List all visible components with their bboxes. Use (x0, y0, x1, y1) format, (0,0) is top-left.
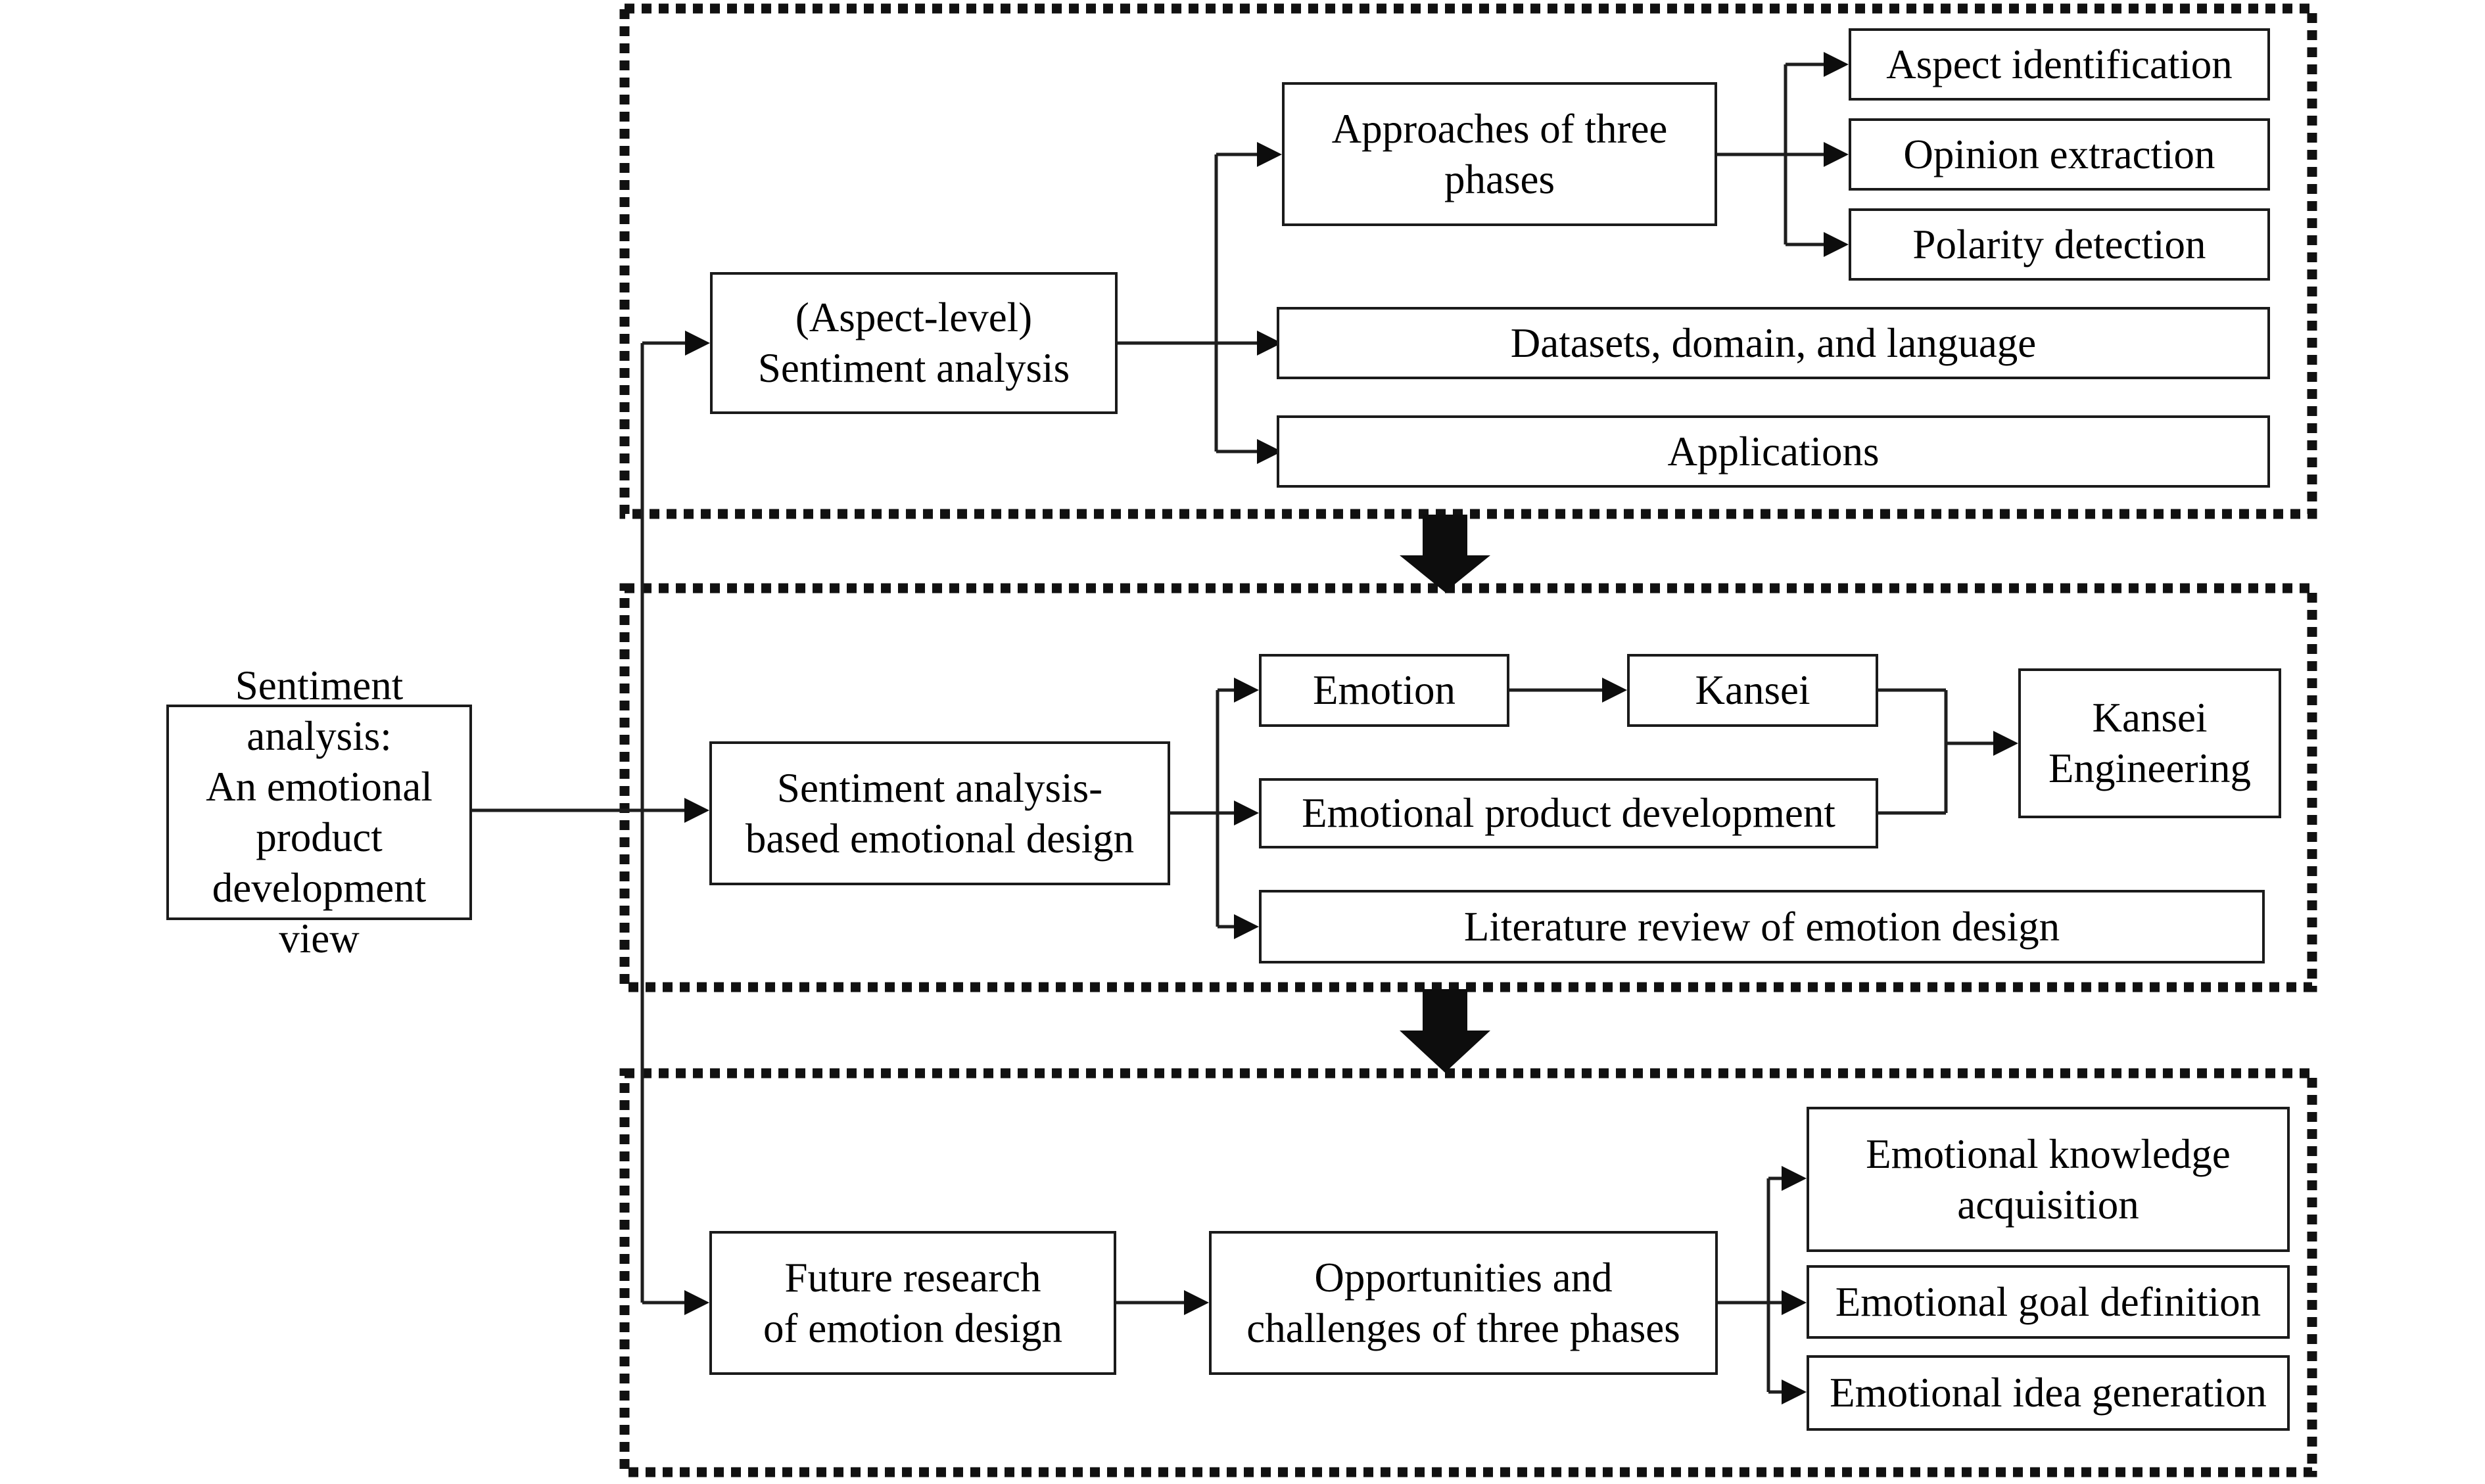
arrowhead-s1main (685, 331, 710, 356)
box-datasets-domain-language: Datasets, domain, and language (1277, 307, 2270, 379)
box-polarity-detection: Polarity detection (1849, 208, 2270, 281)
box-label: (Aspect-level) Sentiment analysis (757, 294, 1070, 391)
section2-frame (619, 583, 2317, 992)
box-label: Kansei (1695, 667, 1810, 714)
section3-frame (619, 1068, 2317, 1477)
arrowheads (684, 52, 2018, 1404)
arrowhead-polarity-detection (1824, 232, 1849, 257)
arrowhead-aspect-identification (1824, 52, 1849, 77)
arrowhead-epd (1234, 800, 1259, 825)
arrowhead-knowledge (1782, 1166, 1807, 1191)
box-sentiment-analysis-based-emotional-design: Sentiment analysis- based emotional desi… (709, 741, 1170, 885)
box-label: Opportunities and challenges of three ph… (1246, 1254, 1680, 1351)
box-applications: Applications (1277, 415, 2270, 488)
dotted-section-frames (619, 3, 2317, 1477)
box-aspect-identification: Aspect identification (1849, 28, 2270, 101)
box-label: Emotional product development (1302, 790, 1835, 837)
box-label: Datasets, domain, and language (1510, 319, 2037, 366)
box-literature-review-of-emotion-design: Literature review of emotion design (1259, 890, 2265, 963)
connector-lines (472, 62, 1993, 1394)
box-emotional-knowledge-acquisition: Emotional knowledge acquisition (1807, 1107, 2290, 1252)
section1-to-section2-block-arrow-icon (1400, 515, 1490, 592)
arrowhead-kansei-engineering (1993, 731, 2018, 756)
box-label: Approaches of three phases (1331, 105, 1668, 202)
arrowhead-emotion (1234, 678, 1259, 703)
arrowhead-kansei (1602, 678, 1627, 703)
box-label: Opinion extraction (1903, 131, 2215, 177)
box-label: Aspect identification (1886, 41, 2233, 87)
box-label: Sentiment analysis: An emotional product… (206, 662, 433, 962)
box-label: Future research of emotion design (763, 1254, 1062, 1351)
box-label: Emotional goal definition (1835, 1278, 2261, 1325)
box-label: Emotional knowledge acquisition (1866, 1130, 2231, 1228)
box-opinion-extraction: Opinion extraction (1849, 118, 2270, 191)
section1-frame (619, 3, 2317, 519)
box-aspect-level-sentiment-analysis: (Aspect-level) Sentiment analysis (710, 272, 1118, 414)
box-label: Sentiment analysis- based emotional desi… (745, 764, 1135, 862)
box-future-research-of-emotion-design: Future research of emotion design (709, 1231, 1116, 1375)
box-label: Emotion (1313, 667, 1456, 714)
box-label: Kansei Engineering (2048, 695, 2251, 791)
arrowhead-approaches (1257, 142, 1282, 167)
box-emotional-idea-generation: Emotional idea generation (1807, 1355, 2290, 1431)
box-emotional-product-development: Emotional product development (1259, 778, 1878, 848)
box-emotional-goal-definition: Emotional goal definition (1807, 1265, 2290, 1339)
box-root-sentiment-analysis-view: Sentiment analysis: An emotional product… (166, 662, 472, 962)
arrowhead-applications (1257, 439, 1282, 464)
arrowhead-s2main (684, 798, 709, 823)
arrowhead-idea (1782, 1380, 1807, 1404)
arrowhead-goal (1782, 1290, 1807, 1315)
box-kansei: Kansei (1627, 654, 1878, 727)
box-approaches-of-three-phases: Approaches of three phases (1282, 82, 1717, 226)
box-emotion: Emotion (1259, 654, 1509, 727)
box-label: Literature review of emotion design (1463, 903, 2060, 950)
arrowhead-literature (1234, 914, 1259, 939)
arrowhead-datasets (1257, 331, 1282, 356)
section2-to-section3-block-arrow-icon (1400, 989, 1490, 1073)
box-kansei-engineering: Kansei Engineering (2018, 668, 2281, 818)
box-label: Polarity detection (1912, 221, 2206, 267)
arrowhead-opportunities (1184, 1290, 1209, 1315)
arrowhead-s3main (684, 1290, 709, 1315)
arrowhead-opinion-extraction (1824, 142, 1849, 167)
box-label: Applications (1667, 428, 1880, 475)
box-label: Emotional idea generation (1830, 1370, 2267, 1416)
box-opportunities-and-challenges: Opportunities and challenges of three ph… (1209, 1231, 1718, 1375)
